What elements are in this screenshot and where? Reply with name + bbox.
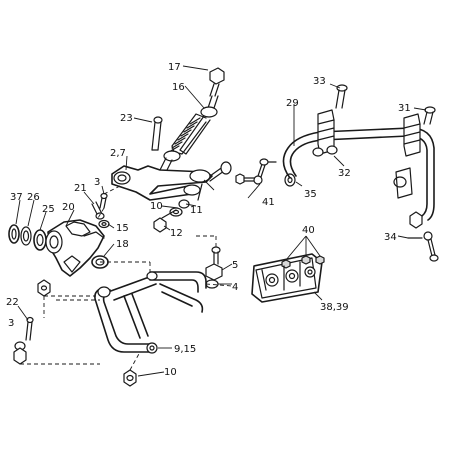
callout-3-upper: 3: [94, 177, 100, 188]
bushing-35-part: [284, 173, 296, 187]
callout-4: 4: [232, 282, 238, 293]
assembly-dashed-lines: [20, 185, 233, 371]
mounting-bracket-part: [251, 253, 325, 303]
nut-10-lower-part: [123, 369, 137, 387]
sway-bar-clamp-bolts-part: [335, 84, 436, 125]
callout-40: 40: [302, 225, 315, 236]
shock-bolt-23-part: [151, 116, 163, 151]
lower-a-arm-part: [94, 271, 207, 354]
callout-34: 34: [384, 232, 397, 243]
callout-38-39: 38,39: [320, 302, 349, 313]
callout-3-lower: 3: [8, 318, 14, 329]
callout-32: 32: [338, 168, 351, 179]
steering-knuckle-part: [45, 219, 105, 277]
callout-22: 22: [6, 297, 19, 308]
callout-15: 15: [116, 223, 129, 234]
callout-5: 5: [232, 260, 238, 271]
callout-21: 21: [74, 183, 87, 194]
callout-35: 35: [304, 189, 317, 200]
shock-top-bolt-part: [209, 67, 225, 97]
shock-absorber-part: [159, 95, 219, 173]
callout-labels: 17 16 23 2,7 3 21 20 37 26 25 15 18 10 1…: [6, 62, 411, 378]
callout-2-7: 2,7: [110, 148, 126, 159]
callout-23: 23: [120, 113, 133, 124]
callout-41: 41: [262, 197, 275, 208]
callout-29: 29: [286, 98, 299, 109]
callout-11: 11: [190, 205, 203, 216]
bushing-15-part: [98, 219, 110, 229]
callout-9-15: 9,15: [174, 344, 196, 355]
end-link-34-part: [407, 211, 439, 262]
callout-18: 18: [116, 239, 129, 250]
upper-arm-fasteners-part: [153, 199, 190, 233]
sway-link-41-part: [235, 158, 277, 185]
callout-20: 20: [62, 202, 75, 213]
callout-10-lower: 10: [164, 367, 177, 378]
callout-16: 16: [172, 82, 185, 93]
callout-10-upper: 10: [150, 201, 163, 212]
callout-33: 33: [313, 76, 326, 87]
callout-26: 26: [27, 192, 40, 203]
bolt-21-part: [91, 201, 105, 220]
upper-a-arm-part: [111, 161, 232, 201]
callout-31: 31: [398, 103, 411, 114]
leader-lines: [15, 65, 427, 377]
callout-37: 37: [10, 192, 23, 203]
callout-12: 12: [170, 228, 183, 239]
callout-25: 25: [42, 204, 55, 215]
bolt-3-upper-part: [99, 192, 108, 209]
sway-bar-clamps-part: [312, 109, 421, 199]
lower-left-fasteners-part: [13, 279, 51, 365]
callout-17: 17: [168, 62, 181, 73]
ball-joint-part: [205, 246, 223, 289]
